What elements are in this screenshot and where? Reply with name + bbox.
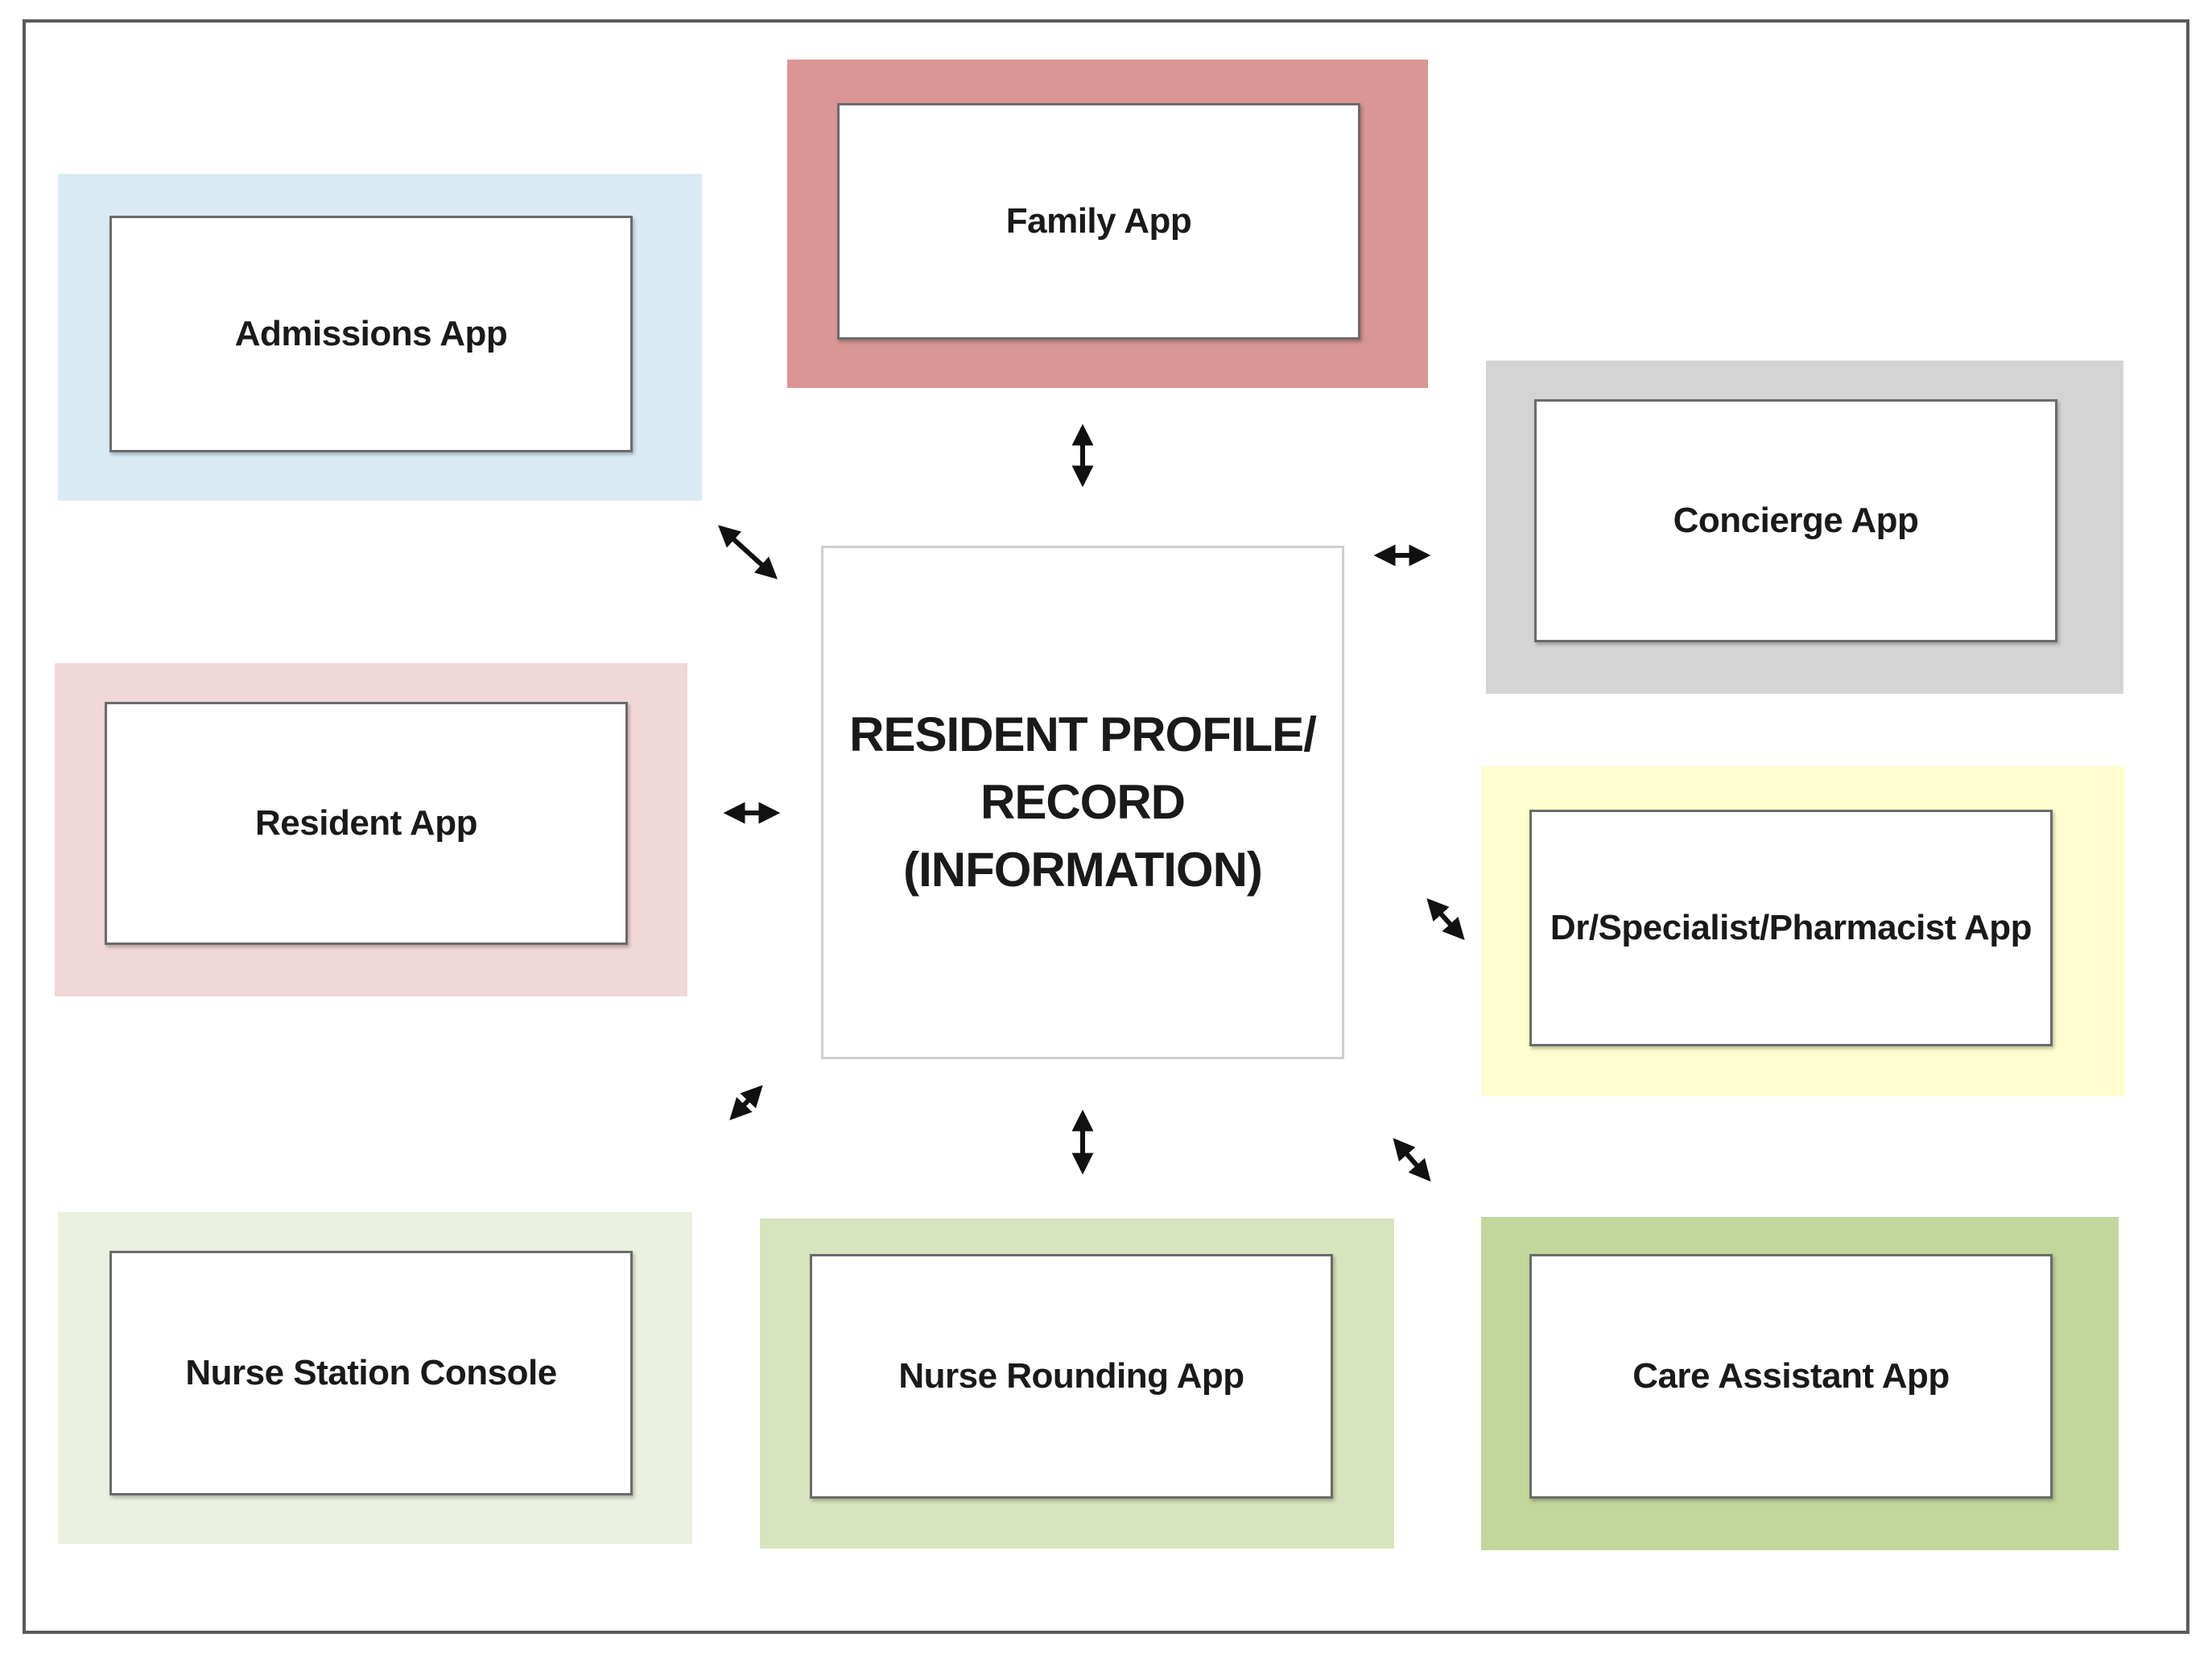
concierge-label: Concierge App	[1673, 501, 1919, 540]
center-label: RESIDENT PROFILE/ RECORD (INFORMATION)	[849, 701, 1317, 904]
nurse-station-box: Nurse Station Console	[109, 1251, 633, 1495]
care-assistant-box: Care Assistant App	[1529, 1254, 2053, 1499]
care-assistant-label: Care Assistant App	[1632, 1356, 1950, 1396]
pharmacist-box: Dr/Specialist/Pharmacist App	[1529, 810, 2053, 1046]
center-label-line-2: RECORD	[980, 775, 1186, 829]
pharmacist-label: Dr/Specialist/Pharmacist App	[1550, 908, 2032, 947]
concierge-box: Concierge App	[1534, 399, 2057, 642]
admissions-label: Admissions App	[234, 314, 508, 353]
admissions-box: Admissions App	[109, 216, 633, 452]
resident-label: Resident App	[255, 803, 477, 843]
center-label-line-1: RESIDENT PROFILE/	[849, 707, 1317, 761]
nurse-rounding-box: Nurse Rounding App	[810, 1254, 1333, 1499]
family-box: Family App	[837, 103, 1360, 340]
center-label-line-3: (INFORMATION)	[903, 843, 1263, 897]
resident-box: Resident App	[105, 702, 628, 945]
resident-profile-record: RESIDENT PROFILE/ RECORD (INFORMATION)	[821, 546, 1344, 1059]
nurse-station-label: Nurse Station Console	[185, 1353, 557, 1392]
nurse-rounding-label: Nurse Rounding App	[898, 1356, 1244, 1396]
family-label: Family App	[1005, 201, 1192, 241]
